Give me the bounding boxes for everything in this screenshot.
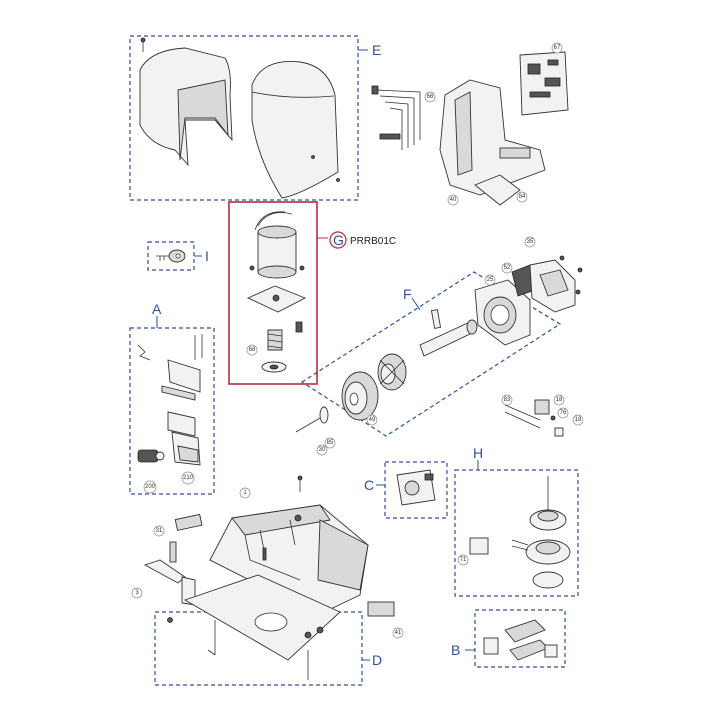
callout-200: 200 (143, 480, 157, 494)
svg-text:71: 71 (460, 557, 467, 563)
group-h-label: H (473, 445, 483, 461)
callout-18b: 18 (572, 414, 584, 426)
group-g-marker (329, 231, 347, 249)
fixing-bracket-part[interactable] (367, 601, 395, 617)
callout-1: 1 (239, 487, 251, 499)
group-b-label: B (451, 642, 460, 658)
foundation-plate-part[interactable] (167, 574, 341, 680)
group-c[interactable]: C (364, 461, 448, 519)
spring-part (137, 344, 151, 361)
svg-text:3: 3 (135, 590, 139, 596)
svg-text:66: 66 (427, 94, 434, 100)
release-lever-part[interactable] (167, 411, 196, 437)
callout-40: 40 (447, 194, 459, 206)
release-flap-part[interactable] (474, 174, 521, 206)
svg-text:41: 41 (395, 630, 402, 636)
end-cap-part[interactable] (529, 255, 583, 313)
svg-text:18: 18 (556, 397, 563, 403)
ring-part[interactable] (319, 406, 329, 424)
callout-83: 83 (501, 394, 513, 406)
control-board-assembly[interactable] (371, 51, 569, 206)
group-c-label: C (364, 477, 374, 493)
group-h[interactable]: H (454, 445, 579, 597)
callout-35: 35 (524, 236, 536, 248)
svg-text:200: 200 (145, 484, 156, 490)
callout-84: 84 (516, 191, 528, 203)
svg-text:76: 76 (560, 410, 567, 416)
callout-3: 3 (131, 587, 143, 599)
gear-wheel-part[interactable] (341, 371, 379, 421)
svg-text:18: 18 (575, 417, 582, 423)
svg-text:83: 83 (504, 397, 511, 403)
group-g[interactable]: G PRRB01C (228, 201, 396, 385)
board-bracket-part[interactable] (439, 79, 546, 196)
svg-text:25: 25 (487, 277, 494, 283)
terminal-block-part[interactable] (469, 537, 489, 555)
svg-text:1: 1 (243, 490, 247, 496)
callout-71: 71 (457, 554, 469, 566)
rear-cover-part[interactable] (251, 61, 340, 199)
release-handle-part[interactable] (143, 541, 196, 606)
svg-text:67: 67 (554, 45, 561, 51)
callout-25: 25 (484, 274, 496, 286)
motor-part[interactable] (249, 211, 305, 279)
group-f-label: F (403, 286, 412, 302)
group-d[interactable]: D (154, 574, 382, 686)
lock-cylinder-part[interactable] (137, 449, 165, 463)
svg-text:40: 40 (450, 197, 457, 203)
callout-18a: 18 (553, 394, 565, 406)
callout-labels: 1 3 18 18 25 30 31 35 40 41 49 52 66 67 … (131, 42, 584, 639)
group-f[interactable]: F (295, 255, 583, 437)
pcb-part[interactable] (519, 51, 569, 116)
callout-66: 66 (424, 91, 436, 103)
group-a-label: A (152, 301, 162, 317)
main-base-part[interactable] (209, 475, 369, 616)
group-g-label: G (333, 232, 344, 248)
wiring-loom-part[interactable] (371, 85, 421, 150)
callout-76: 76 (557, 407, 569, 419)
encoder-part[interactable] (396, 469, 436, 506)
front-cover-part[interactable] (139, 37, 233, 167)
group-d-label: D (372, 652, 382, 668)
group-i-label: I (205, 248, 209, 264)
group-e[interactable]: E (129, 35, 381, 201)
coupling-part[interactable] (377, 353, 407, 391)
lever-part[interactable] (167, 359, 201, 393)
callout-31: 31 (153, 525, 165, 537)
svg-text:30: 30 (319, 447, 326, 453)
callout-49: 49 (366, 414, 378, 426)
transformer-part[interactable] (525, 509, 571, 589)
svg-text:85: 85 (327, 440, 334, 446)
gearbox-housing-part[interactable] (474, 264, 536, 346)
cover-plug-part[interactable] (174, 513, 203, 531)
release-key-icon (156, 249, 186, 263)
model-code: PRRB01C (350, 236, 396, 247)
output-shaft-part[interactable] (419, 309, 478, 357)
callout-30: 30 (316, 444, 328, 456)
group-a[interactable]: A (129, 301, 215, 495)
svg-text:35: 35 (527, 239, 534, 245)
callout-67: 67 (551, 42, 563, 54)
callout-85: 85 (324, 437, 336, 449)
group-b[interactable]: B (451, 609, 566, 668)
callout-52: 52 (501, 262, 513, 274)
callout-41: 41 (392, 627, 404, 639)
worm-gear-part[interactable] (267, 321, 303, 351)
svg-text:49: 49 (369, 417, 376, 423)
svg-text:210: 210 (183, 475, 194, 481)
limit-switch-assembly[interactable] (504, 399, 564, 437)
svg-text:52: 52 (504, 265, 511, 271)
svg-text:68: 68 (249, 347, 256, 353)
group-e-label: E (372, 42, 381, 58)
group-i[interactable]: I (147, 241, 209, 271)
callout-210: 210 (181, 471, 195, 485)
callout-68: 68 (246, 344, 258, 356)
svg-text:31: 31 (156, 528, 163, 534)
svg-text:84: 84 (519, 194, 526, 200)
limit-cam-part[interactable] (483, 619, 558, 661)
